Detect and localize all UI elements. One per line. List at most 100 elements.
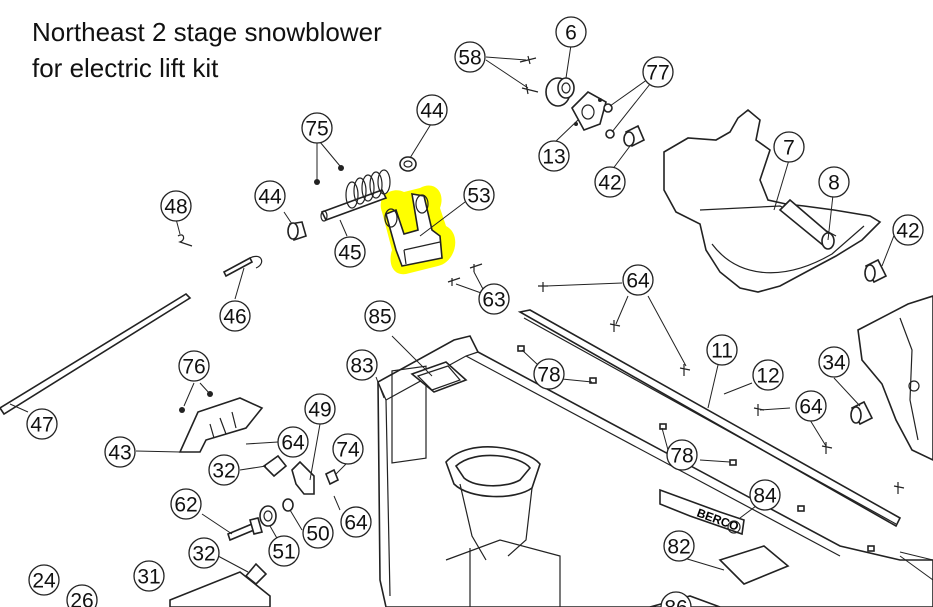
callout-number: 13	[542, 146, 565, 169]
part-49-bracket	[291, 460, 315, 495]
callout-64: 64	[795, 390, 827, 422]
title-line-2: for electric lift kit	[32, 53, 219, 83]
callout-47: 47	[26, 408, 58, 440]
callout-84: 84	[749, 479, 781, 511]
callout-13: 13	[538, 140, 570, 172]
callout-number: 64	[799, 396, 823, 419]
callout-circle	[170, 488, 202, 520]
callout-58: 58	[454, 41, 486, 73]
callout-circle	[104, 436, 136, 468]
callout-62: 62	[170, 488, 202, 520]
callout-75: 75	[301, 112, 333, 144]
callout-circle	[666, 439, 698, 471]
callout-circle	[463, 179, 495, 211]
part-62-bolt	[227, 517, 263, 542]
callout-circle	[188, 537, 220, 569]
callout-number: 58	[458, 47, 481, 70]
callout-number: 84	[753, 485, 777, 508]
callout-number: 12	[756, 365, 779, 388]
callout-64: 64	[340, 506, 372, 538]
part-43-bracket	[178, 397, 264, 453]
callout-44: 44	[254, 180, 286, 212]
part-78-studs	[517, 345, 875, 552]
callout-circle	[594, 166, 626, 198]
callout-number: 6	[565, 22, 577, 45]
callout-circle	[622, 264, 654, 296]
callout-circle	[26, 408, 58, 440]
callout-number: 32	[192, 543, 215, 566]
callout-number: 7	[783, 137, 795, 160]
callout-77: 77	[642, 56, 674, 88]
callout-circle	[334, 236, 366, 268]
callout-circle	[277, 426, 309, 458]
callout-number: 42	[598, 172, 621, 195]
callout-number: 64	[281, 432, 305, 455]
callout-circle	[555, 16, 587, 48]
callout-8: 8	[818, 166, 850, 198]
diagram-title: Northeast 2 stage snowblower for electri…	[32, 14, 382, 86]
part-34-bushing	[850, 400, 874, 426]
callout-number: 77	[646, 62, 669, 85]
callout-42: 42	[594, 166, 626, 198]
part-77-nuts	[603, 103, 615, 139]
callout-7: 7	[773, 131, 805, 163]
callout-34: 34	[818, 346, 850, 378]
callout-45: 45	[334, 236, 366, 268]
callout-number: 43	[108, 442, 131, 465]
part-83-main-housing	[377, 335, 933, 607]
callout-circle	[301, 112, 333, 144]
callout-49: 49	[304, 393, 336, 425]
callout-circle	[818, 166, 850, 198]
callout-number: 8	[828, 172, 840, 195]
callout-circle	[133, 560, 165, 592]
callout-76: 76	[178, 350, 210, 382]
callout-number: 76	[182, 356, 205, 379]
part-32-knob-a	[262, 454, 288, 478]
callout-83: 83	[346, 349, 378, 381]
callout-circle	[642, 56, 674, 88]
callout-circle	[208, 454, 240, 486]
callout-circle	[268, 535, 300, 567]
callout-51: 51	[268, 535, 300, 567]
part-42-bushing-right	[864, 258, 888, 284]
callout-number: 48	[164, 196, 187, 219]
callout-number: 85	[368, 306, 391, 329]
callout-6: 6	[555, 16, 587, 48]
callout-circle	[304, 393, 336, 425]
callout-85: 85	[364, 300, 396, 332]
callout-circle	[752, 359, 784, 391]
callout-circle	[346, 349, 378, 381]
callout-circle	[533, 358, 565, 390]
callout-42: 42	[892, 214, 924, 246]
part-53-lift-bracket	[384, 193, 443, 267]
callout-number: 24	[32, 570, 56, 593]
callout-circle	[538, 140, 570, 172]
callout-number: 53	[467, 185, 490, 208]
callout-number: 51	[272, 541, 295, 564]
callout-number: 11	[711, 340, 733, 363]
part-51-wheel	[259, 505, 277, 527]
part-46-clevis-pin	[222, 255, 263, 278]
callout-number: 50	[306, 523, 329, 546]
callout-number: 82	[667, 536, 690, 559]
callout-number: 32	[212, 460, 235, 483]
part-6-bearing	[545, 77, 575, 107]
callout-number: 64	[344, 512, 368, 535]
callout-circle	[818, 346, 850, 378]
callout-number: 47	[30, 414, 53, 437]
part-44-bushing-top	[399, 156, 417, 172]
part-45-shaft	[320, 169, 391, 222]
callout-12: 12	[752, 359, 784, 391]
callout-63: 63	[478, 283, 510, 315]
callout-circle	[454, 41, 486, 73]
callout-50: 50	[302, 517, 334, 549]
callout-26: 26	[66, 584, 98, 607]
callout-44: 44	[416, 94, 448, 126]
callout-circle	[706, 334, 738, 366]
callout-circle	[795, 390, 827, 422]
part-82-decal	[718, 545, 790, 585]
callout-74: 74	[332, 433, 364, 465]
callout-circle	[478, 283, 510, 315]
